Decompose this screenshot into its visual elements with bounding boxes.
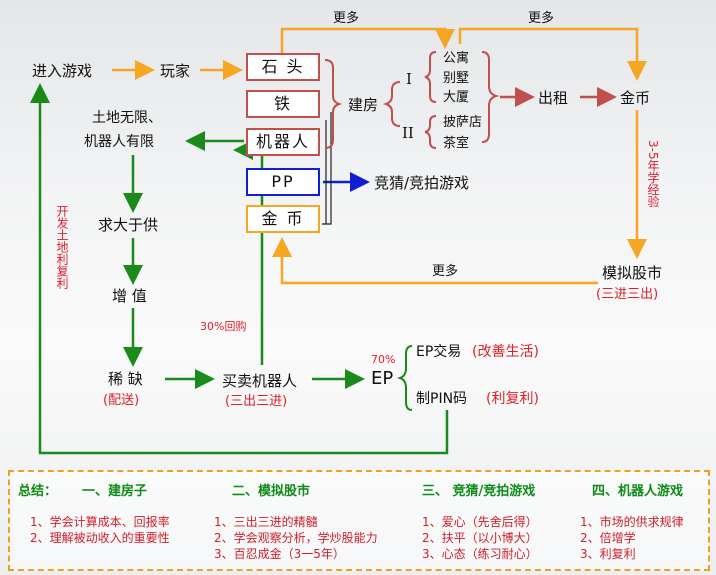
summary-list: 1、学会计算成本、回报率 2、理解被动收入的重要性: [30, 514, 170, 546]
tier-2-label: II: [402, 124, 414, 142]
pp-box: PP: [246, 168, 320, 196]
summary-item: 2、倍增学: [580, 531, 636, 545]
iron-box: 铁: [246, 90, 320, 118]
summary-item: 1、爱心（先舍后得）: [422, 515, 538, 529]
trade-robot-label: 买卖机器人: [222, 372, 298, 390]
summary-list: 1、市场的供求规律 2、倍增学 3、利复利: [580, 514, 684, 562]
summary-heading: 三、 竞猜/竞拍游戏: [422, 484, 536, 499]
gold-label: 金币: [620, 89, 651, 107]
buyback-note: 30%回购: [200, 320, 247, 333]
bidding-game-label: 竞猜/竞拍游戏: [374, 174, 470, 192]
ep-label: EP: [371, 368, 394, 389]
stone-box: 石 头: [246, 53, 320, 81]
enter-game-label: 进入游戏: [32, 62, 93, 80]
summary-item: 3、百忍成金（3一5年）: [214, 547, 345, 561]
pin-label: 制PIN码: [416, 391, 468, 407]
player-label: 玩家: [160, 62, 191, 80]
trade-note: (三出三进): [225, 394, 288, 409]
summary-heading: 四、机器人游戏: [592, 484, 684, 499]
summary-title: 总结：: [18, 484, 58, 499]
build-house-label: 建房: [348, 96, 379, 114]
summary-heading: 一、建房子: [82, 484, 148, 499]
teahouse-label: 茶室: [443, 136, 470, 151]
summary-item: 2、理解被动收入的重要性: [30, 531, 170, 545]
apartment-label: 公寓: [443, 51, 470, 66]
summary-item: 2、扶平（以小博大）: [422, 531, 538, 545]
experience-note: 3-5年学经验: [646, 140, 660, 208]
villa-label: 别墅: [443, 71, 470, 86]
more-label: 更多: [528, 11, 555, 26]
scarce-label: 稀 缺: [108, 370, 143, 388]
ep-trade-label: EP交易: [416, 344, 462, 360]
summary-item: 3、心态（练习耐心）: [422, 547, 538, 561]
pizza-label: 披萨店: [443, 115, 483, 130]
summary-list: 1、三出三进的精髓 2、学会观察分析，学炒股能力 3、百忍成金（3一5年）: [214, 514, 378, 562]
robot-box: 机器人: [246, 128, 320, 156]
scarce-note: (配送): [103, 393, 140, 408]
stock-sim-label: 模拟股市: [602, 264, 663, 282]
appreciate-label: 增 值: [112, 287, 147, 305]
summary-item: 2、学会观察分析，学炒股能力: [214, 531, 378, 545]
summary-item: 1、学会计算成本、回报率: [30, 515, 170, 529]
tower-label: 大厦: [443, 90, 470, 105]
more-label: 更多: [333, 11, 360, 26]
tier-1-label: I: [406, 70, 412, 88]
summary-item: 1、三出三进的精髓: [214, 515, 318, 529]
more-label: 更多: [432, 264, 459, 279]
ep-trade-note: (改善生活): [472, 344, 539, 360]
pct70-note: 70%: [371, 353, 396, 366]
summary-item: 3、利复利: [580, 547, 636, 561]
pin-note: (利复利): [486, 391, 539, 407]
summary-list: 1、爱心（先舍后得） 2、扶平（以小博大） 3、心态（练习耐心）: [422, 514, 538, 562]
develop-note: 开发土地利复利: [55, 205, 69, 289]
rent-label: 出租: [538, 89, 569, 107]
summary-heading: 二、模拟股市: [232, 484, 311, 499]
summary-item: 1、市场的供求规律: [580, 515, 684, 529]
land-label-2: 机器人有限: [84, 134, 154, 150]
gold-box: 金 币: [246, 205, 320, 233]
stock-sim-note: (三进三出): [596, 287, 659, 302]
demand-label: 求大于供: [98, 216, 159, 234]
land-label-1: 土地无限、: [92, 110, 162, 126]
summary-panel: 总结： 一、建房子 二、模拟股市 三、 竞猜/竞拍游戏 四、机器人游戏 1、学会…: [8, 470, 710, 571]
